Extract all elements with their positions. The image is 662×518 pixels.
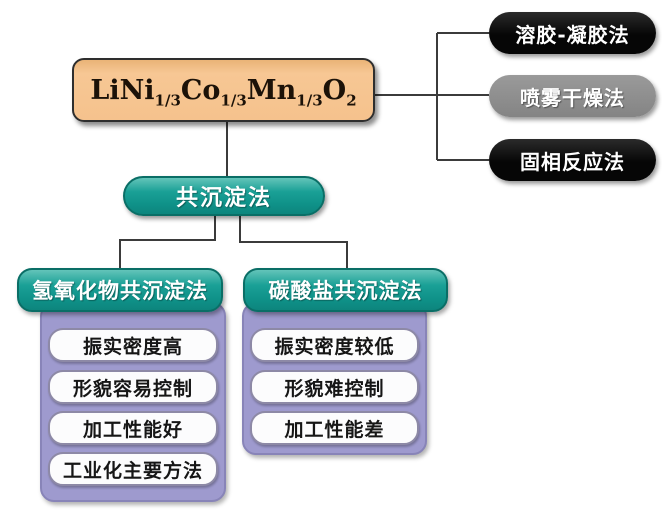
branch-title: 碳酸盐共沉淀法 xyxy=(268,279,423,303)
method-pill-label: 固相反应法 xyxy=(520,149,625,174)
method-pill-solid-state: 固相反应法 xyxy=(489,139,656,181)
property-label: 振实密度较低 xyxy=(274,335,395,358)
branch-title: 氢氧化物共沉淀法 xyxy=(32,279,208,303)
property-label: 形貌难控制 xyxy=(284,377,385,400)
property-item: 形貌容易控制 xyxy=(48,370,218,404)
property-label: 形貌容易控制 xyxy=(72,377,193,400)
property-item: 振实密度高 xyxy=(48,328,218,362)
coprecipitation-label: 共沉淀法 xyxy=(175,186,272,211)
branch-hydroxide-header: 氢氧化物共沉淀法 xyxy=(17,268,223,312)
property-item: 加工性能差 xyxy=(250,411,419,445)
property-item: 加工性能好 xyxy=(48,411,218,445)
connector-coprecipitation-to-carbonate xyxy=(239,214,348,270)
property-label: 工业化主要方法 xyxy=(62,459,203,482)
method-pill-label: 喷雾干燥法 xyxy=(520,85,625,110)
connector-coprecipitation-to-hydroxide xyxy=(119,214,216,270)
formula-node: LiNi1/3Co1/3Mn1/3O2 xyxy=(72,58,375,122)
property-item: 振实密度较低 xyxy=(250,328,419,362)
method-pill-label: 溶胶-凝胶法 xyxy=(515,22,630,47)
property-label: 振实密度高 xyxy=(82,335,183,358)
formula-text: LiNi1/3Co1/3Mn1/3O2 xyxy=(90,74,357,109)
method-pill-spray-drying: 喷雾干燥法 xyxy=(489,75,656,117)
property-label: 加工性能好 xyxy=(82,418,183,441)
property-item: 形貌难控制 xyxy=(250,370,419,404)
node-coprecipitation: 共沉淀法 xyxy=(123,176,325,216)
property-item: 工业化主要方法 xyxy=(48,452,218,486)
branch-carbonate-header: 碳酸盐共沉淀法 xyxy=(243,268,448,312)
method-pill-sol-gel: 溶胶-凝胶法 xyxy=(489,12,656,54)
property-label: 加工性能差 xyxy=(284,418,385,441)
